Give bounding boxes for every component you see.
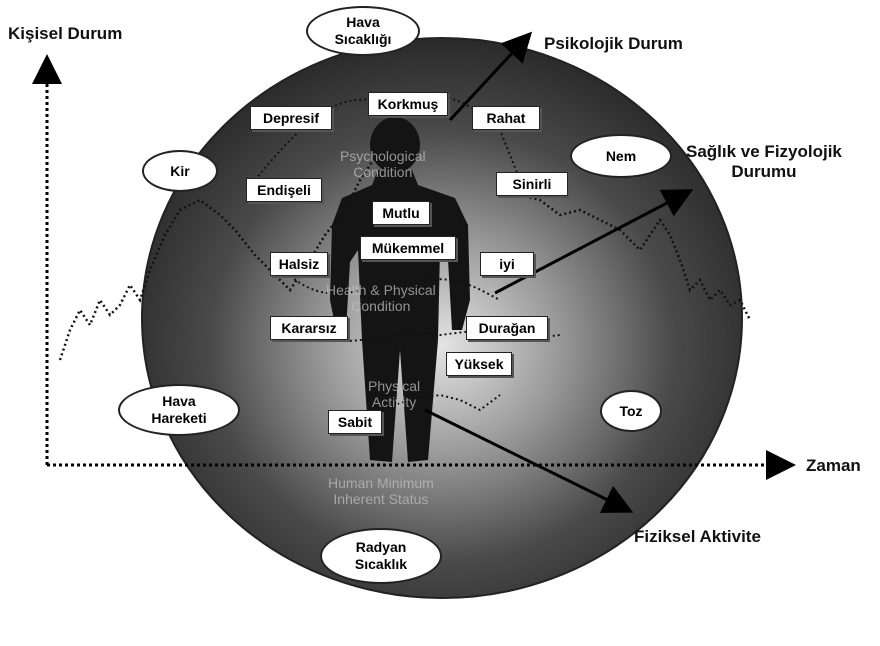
bg-phys-2: Activity <box>371 394 417 410</box>
bg-psych-label: Psychological Condition <box>340 148 426 180</box>
bg-health-label: Health & Physical Condition <box>326 282 436 314</box>
psychological-label: Psikolojik Durum <box>544 34 683 53</box>
left-wave <box>58 149 382 361</box>
bg-health-1: Health & Physical <box>326 282 436 298</box>
y-axis-label: Kişisel Durum <box>8 24 123 43</box>
state-kararsiz: Kararsız <box>270 316 348 340</box>
air-temp-2: Sıcaklığı <box>334 31 392 47</box>
health-label-line1: Sağlık ve Fizyolojik <box>686 142 842 161</box>
dust-ellipse: Toz <box>600 390 662 432</box>
state-halsiz: Halsiz <box>270 252 328 276</box>
state-endiseli: Endişeli <box>246 178 322 202</box>
state-mukemmel: Mükemmel <box>360 236 456 260</box>
bg-min-2: Inherent Status <box>333 491 429 507</box>
dust-label: Toz <box>619 402 643 419</box>
state-iyi: iyi <box>480 252 534 276</box>
psych-arrow <box>448 31 533 122</box>
state-korkmus: Korkmuş <box>368 92 448 116</box>
state-yuksek: Yüksek <box>446 352 512 376</box>
air-temp-1: Hava <box>346 14 380 30</box>
bg-min-label: Human Minimum Inherent Status <box>328 475 434 507</box>
physical-label: Fiziksel Aktivite <box>634 527 761 546</box>
state-duragan: Durağan <box>466 316 548 340</box>
state-mutlu: Mutlu <box>372 201 430 225</box>
state-rahat: Rahat <box>472 106 540 130</box>
bg-psych-1: Psychological <box>340 148 426 164</box>
x-axis-label: Zaman <box>806 456 861 475</box>
bg-phys-label: Physical Activity <box>368 378 420 410</box>
bg-min-1: Human Minimum <box>328 475 434 491</box>
bg-phys-1: Physical <box>368 378 421 394</box>
sphere <box>141 37 743 599</box>
humidity-label: Nem <box>605 147 637 164</box>
dirt-ellipse: Kir <box>142 150 218 192</box>
radiant-2: Sıcaklık <box>354 556 408 572</box>
health-label-line2: Durumu <box>731 162 797 181</box>
health-label: Sağlık ve Fizyolojik Durumu <box>686 142 842 182</box>
right-wave <box>499 179 752 321</box>
humidity-ellipse: Nem <box>570 134 672 178</box>
radiant-1: Radyan <box>355 539 407 555</box>
activity-arrow <box>424 408 634 513</box>
state-sabit: Sabit <box>328 410 382 434</box>
air-move-1: Hava <box>162 393 196 409</box>
bg-health-2: Condition <box>351 298 411 314</box>
state-depresif: Depresif <box>250 106 332 130</box>
health-arrow <box>494 189 694 295</box>
bg-psych-2: Condition <box>353 164 413 180</box>
air-move-2: Hareketi <box>151 410 207 426</box>
dirt-label: Kir <box>170 162 190 179</box>
state-sinirli: Sinirli <box>496 172 568 196</box>
